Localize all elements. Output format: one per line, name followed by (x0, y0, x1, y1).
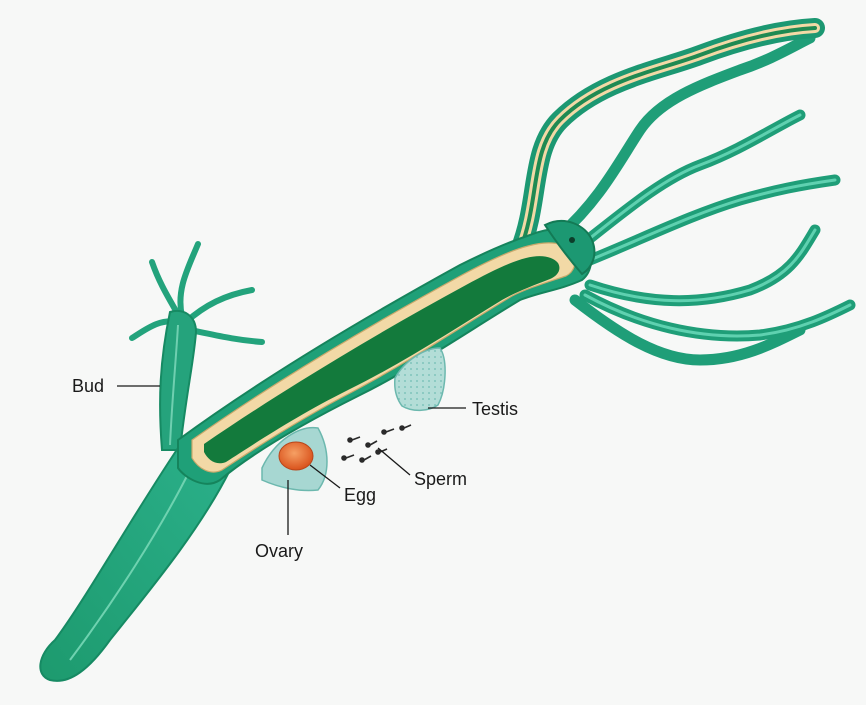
label-testis: Testis (472, 399, 518, 419)
bud-tentacles (132, 244, 262, 342)
egg (279, 442, 313, 470)
sperm-cell (348, 437, 360, 442)
label-ovary: Ovary (255, 541, 303, 561)
label-bud: Bud (72, 376, 104, 396)
sperm-cell (342, 455, 354, 460)
label-egg: Egg (344, 485, 376, 505)
mouth (569, 237, 575, 243)
sperm-leader (378, 448, 410, 475)
sperm-cell (400, 425, 411, 430)
sperm-cell (366, 441, 377, 447)
sperm-cell (360, 456, 371, 462)
label-sperm: Sperm (414, 469, 467, 489)
sperm-cell (382, 429, 394, 434)
sperm-cells (342, 425, 411, 462)
